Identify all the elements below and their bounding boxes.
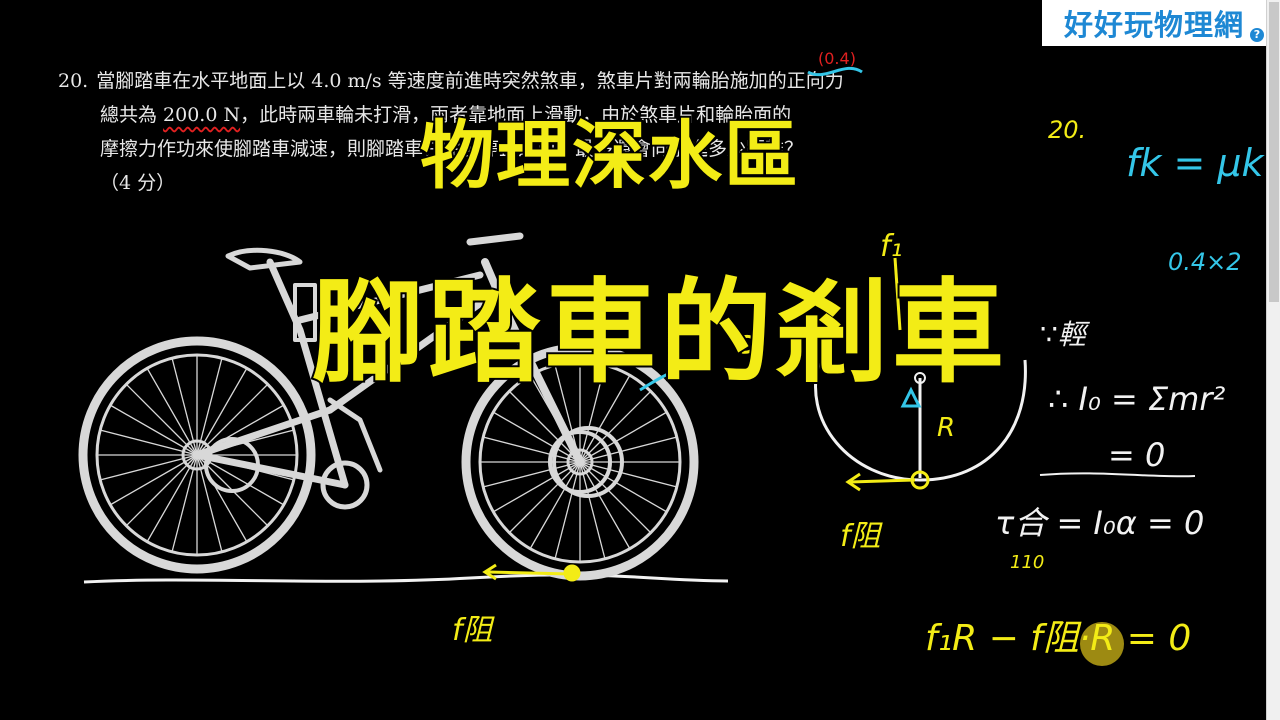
question-line-2: 總共為 200.0 N，此時兩車輪未打滑，兩者靠地面上滑動，由於煞車片和輪胎面的 xyxy=(100,104,792,126)
site-logo[interactable]: 好好玩物理網 ? xyxy=(1042,0,1266,46)
note-final-equation: f₁R − f阻·R = 0 xyxy=(925,618,1191,659)
question-line-3: 摩擦力作功來使腳踏車減速，則腳踏車在完全停止之前，最多還會向前進多少距離？ xyxy=(100,138,804,160)
wheel-force-diagram xyxy=(739,257,1196,492)
rear-wheel-drawing xyxy=(78,336,316,574)
note-zero: = 0 xyxy=(1108,436,1165,474)
question-line-4: （4 分） xyxy=(100,172,176,194)
red-annotation: (0.4) xyxy=(818,49,856,68)
note-inertia: ∴ I₀ = Σmr² xyxy=(1048,380,1226,418)
cyan-pointer-stroke xyxy=(639,363,701,392)
diagram-friction-label: f阻 xyxy=(840,519,884,554)
ground-line xyxy=(83,573,729,584)
bicycle-frame-drawing xyxy=(193,232,624,510)
note-calc: 0.4×2 xyxy=(1168,248,1242,276)
cursor-highlight xyxy=(1080,622,1124,666)
note-number: 20. xyxy=(1048,116,1086,144)
force-value: 200.0 N xyxy=(163,104,241,126)
help-icon[interactable]: ? xyxy=(1250,28,1264,42)
note-torque: τ合 = I₀α = 0 xyxy=(995,504,1204,542)
overlay-subtitle: 腳踏車的剎車 xyxy=(310,266,1008,400)
note-light: ∵輕 xyxy=(1040,318,1091,351)
logo-text: 好好玩物理網 xyxy=(1063,8,1244,42)
scrollbar-thumb[interactable] xyxy=(1269,2,1279,302)
front-wheel-drawing xyxy=(461,343,699,581)
question-text: 20.當腳踏車在水平地面上以 4.0 m/s 等速度前進時突然煞車，煞車片對兩輪… xyxy=(58,64,1003,200)
overlay-title: 物理深水區 xyxy=(418,111,800,201)
cyan-underline-stroke xyxy=(807,66,863,77)
note-friction-formula: fk = μk N xyxy=(1126,141,1280,185)
f1-label: f₁ xyxy=(880,229,903,264)
scrollbar[interactable] xyxy=(1266,0,1280,720)
ground-friction-label: f阻 xyxy=(452,613,496,648)
ground-friction-arrow xyxy=(482,563,581,582)
note-torque-sub: 110 xyxy=(1010,552,1044,573)
question-number: 20. xyxy=(58,70,89,92)
question-line-1: 20.當腳踏車在水平地面上以 4.0 m/s 等速度前進時突然煞車，煞車片對兩輪… xyxy=(58,70,844,92)
radius-label: R xyxy=(937,413,955,443)
